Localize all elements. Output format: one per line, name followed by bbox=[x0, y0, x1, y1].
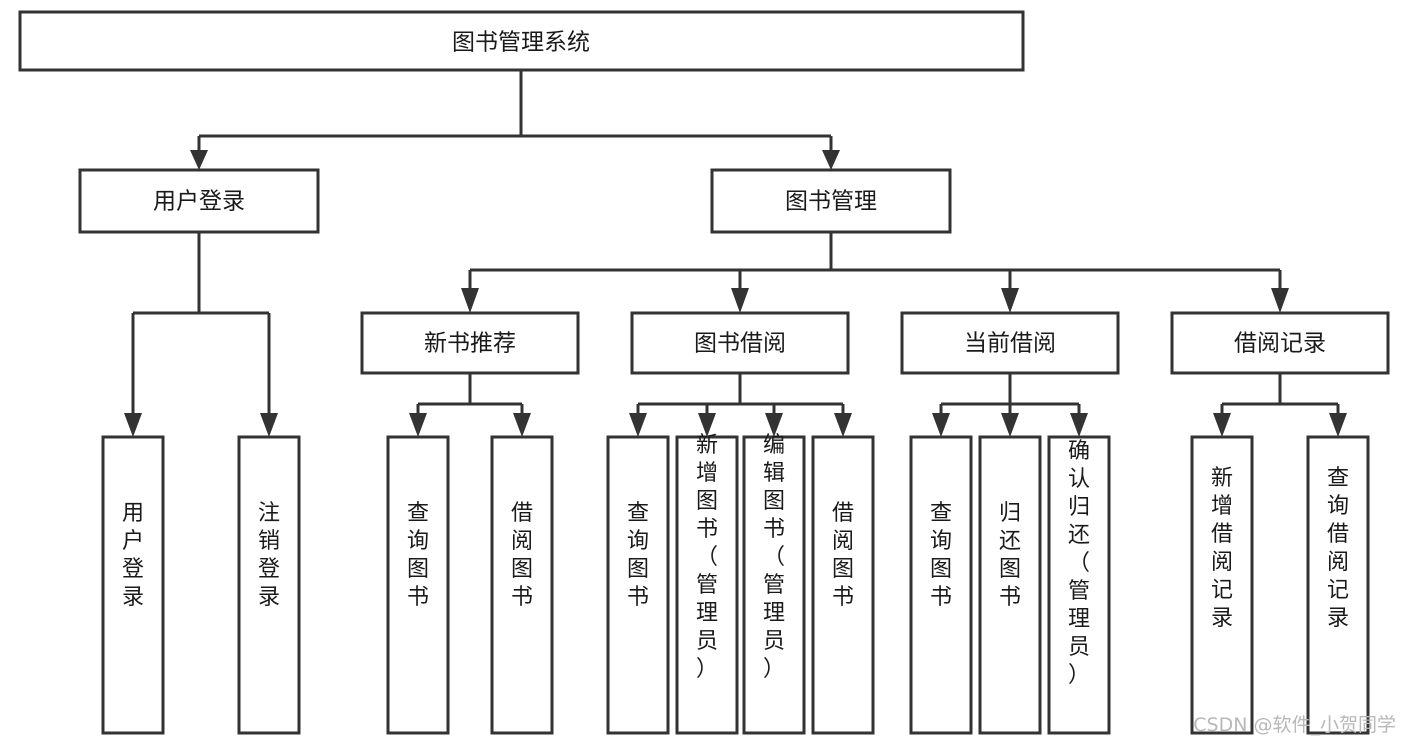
arrow-to-new-book-rec bbox=[461, 288, 479, 313]
leaf-add-record-box[interactable] bbox=[1190, 435, 1254, 735]
node-root-box[interactable] bbox=[18, 10, 1025, 72]
node-current-borrow-label: 当前借阅 bbox=[964, 331, 1056, 357]
leaf-query-book-3-box[interactable] bbox=[909, 435, 973, 735]
leaf-borrow-book-2-box[interactable] bbox=[811, 435, 875, 735]
leaf-edit-book-box[interactable] bbox=[742, 435, 806, 735]
leaf-query-book-1-label: 查询图书 bbox=[407, 501, 429, 610]
leaf-borrow-book-1-label: 借阅图书 bbox=[511, 501, 533, 610]
arrow-to-leaf-query-book-1 bbox=[409, 413, 427, 437]
leaf-borrow-book-1[interactable]: 借阅图书 bbox=[490, 435, 554, 735]
arrow-to-book-manage bbox=[822, 150, 840, 170]
leaf-add-book-box[interactable] bbox=[675, 435, 739, 735]
node-current-borrow[interactable]: 当前借阅 bbox=[900, 311, 1120, 375]
arrow-to-leaf-add-book bbox=[698, 413, 716, 437]
arrow-to-leaf-user-logout bbox=[260, 413, 278, 437]
leaf-user-logout[interactable]: 注销登录 bbox=[237, 435, 301, 735]
leaf-return-book[interactable]: 归还图书 bbox=[978, 435, 1042, 735]
arrow-to-leaf-add-record bbox=[1213, 413, 1231, 437]
leaf-user-login[interactable]: 用户登录 bbox=[101, 435, 165, 735]
node-book-borrow-label: 图书借阅 bbox=[694, 331, 786, 357]
connector-layer bbox=[124, 70, 1347, 437]
leaf-query-book-3-label: 查询图书 bbox=[930, 501, 952, 610]
node-current-borrow-box[interactable] bbox=[900, 311, 1120, 375]
leaf-add-book[interactable]: 新增图书（管理员） bbox=[675, 433, 739, 735]
leaf-query-book-1[interactable]: 查询图书 bbox=[386, 435, 450, 735]
node-book-manage[interactable]: 图书管理 bbox=[710, 168, 952, 234]
node-borrow-record-label: 借阅记录 bbox=[1234, 331, 1326, 357]
arrow-to-leaf-query-book-3 bbox=[932, 413, 950, 437]
arrow-to-leaf-query-book-2 bbox=[629, 413, 647, 437]
leaf-query-book-1-box[interactable] bbox=[386, 435, 450, 735]
arrow-to-borrow-record bbox=[1271, 288, 1289, 313]
node-book-manage-box[interactable] bbox=[710, 168, 952, 234]
leaf-add-book-label: 新增图书（管理员） bbox=[696, 433, 718, 682]
leaf-return-book-box[interactable] bbox=[978, 435, 1042, 735]
node-book-borrow[interactable]: 图书借阅 bbox=[630, 311, 850, 375]
leaf-edit-book[interactable]: 编辑图书（管理员） bbox=[742, 433, 806, 735]
node-book-manage-label: 图书管理 bbox=[785, 189, 877, 215]
arrow-to-leaf-edit-book bbox=[765, 413, 783, 437]
leaf-confirm-return[interactable]: 确认归还（管理员） bbox=[1047, 435, 1111, 735]
leaf-query-book-2[interactable]: 查询图书 bbox=[606, 435, 670, 735]
node-user-login-box[interactable] bbox=[78, 168, 320, 234]
leaf-user-logout-label: 注销登录 bbox=[258, 501, 280, 610]
node-root[interactable]: 图书管理系统 bbox=[18, 10, 1025, 72]
leaf-edit-book-label: 编辑图书（管理员） bbox=[763, 433, 785, 682]
node-new-book-rec[interactable]: 新书推荐 bbox=[360, 311, 580, 375]
arrow-to-current-borrow bbox=[1001, 288, 1019, 313]
leaf-query-book-3[interactable]: 查询图书 bbox=[909, 435, 973, 735]
watermark-label: CSDN @软件_小贺同学 bbox=[1193, 714, 1396, 736]
arrow-to-leaf-borrow-book-2 bbox=[834, 413, 852, 437]
arrow-to-leaf-confirm-return bbox=[1070, 413, 1088, 437]
leaf-query-record-box[interactable] bbox=[1306, 435, 1370, 735]
arrow-to-leaf-return-book bbox=[1001, 413, 1019, 437]
leaf-confirm-return-box[interactable] bbox=[1047, 435, 1111, 735]
arrow-to-leaf-borrow-book-1 bbox=[513, 413, 531, 437]
arrow-to-leaf-user-login bbox=[124, 413, 142, 437]
leaf-query-book-2-box[interactable] bbox=[606, 435, 670, 735]
node-new-book-rec-box[interactable] bbox=[360, 311, 580, 375]
arrow-to-leaf-query-record bbox=[1329, 413, 1347, 437]
leaf-user-login-label: 用户登录 bbox=[122, 501, 144, 610]
arrow-to-user-login bbox=[190, 150, 208, 170]
leaf-query-book-2-label: 查询图书 bbox=[627, 501, 649, 610]
node-user-login-label: 用户登录 bbox=[153, 189, 245, 215]
arrow-to-book-borrow bbox=[731, 288, 749, 313]
node-book-borrow-box[interactable] bbox=[630, 311, 850, 375]
leaf-user-logout-box[interactable] bbox=[237, 435, 301, 735]
node-borrow-record[interactable]: 借阅记录 bbox=[1170, 311, 1390, 375]
node-user-login[interactable]: 用户登录 bbox=[78, 168, 320, 234]
leaf-query-record[interactable]: 查询借阅记录 bbox=[1306, 435, 1370, 735]
leaf-user-login-box[interactable] bbox=[101, 435, 165, 735]
leaf-borrow-book-2[interactable]: 借阅图书 bbox=[811, 435, 875, 735]
leaf-borrow-book-2-label: 借阅图书 bbox=[832, 501, 854, 610]
leaf-return-book-label: 归还图书 bbox=[999, 501, 1021, 610]
node-borrow-record-box[interactable] bbox=[1170, 311, 1390, 375]
leaf-borrow-book-1-box[interactable] bbox=[490, 435, 554, 735]
leaf-confirm-return-label: 确认归还（管理员） bbox=[1068, 439, 1090, 688]
node-root-label: 图书管理系统 bbox=[452, 30, 590, 56]
node-new-book-rec-label: 新书推荐 bbox=[424, 331, 516, 357]
leaf-add-record-label: 新增借阅记录 bbox=[1211, 466, 1233, 631]
leaf-add-record[interactable]: 新增借阅记录 bbox=[1190, 435, 1254, 735]
leaf-query-record-label: 查询借阅记录 bbox=[1327, 466, 1349, 631]
